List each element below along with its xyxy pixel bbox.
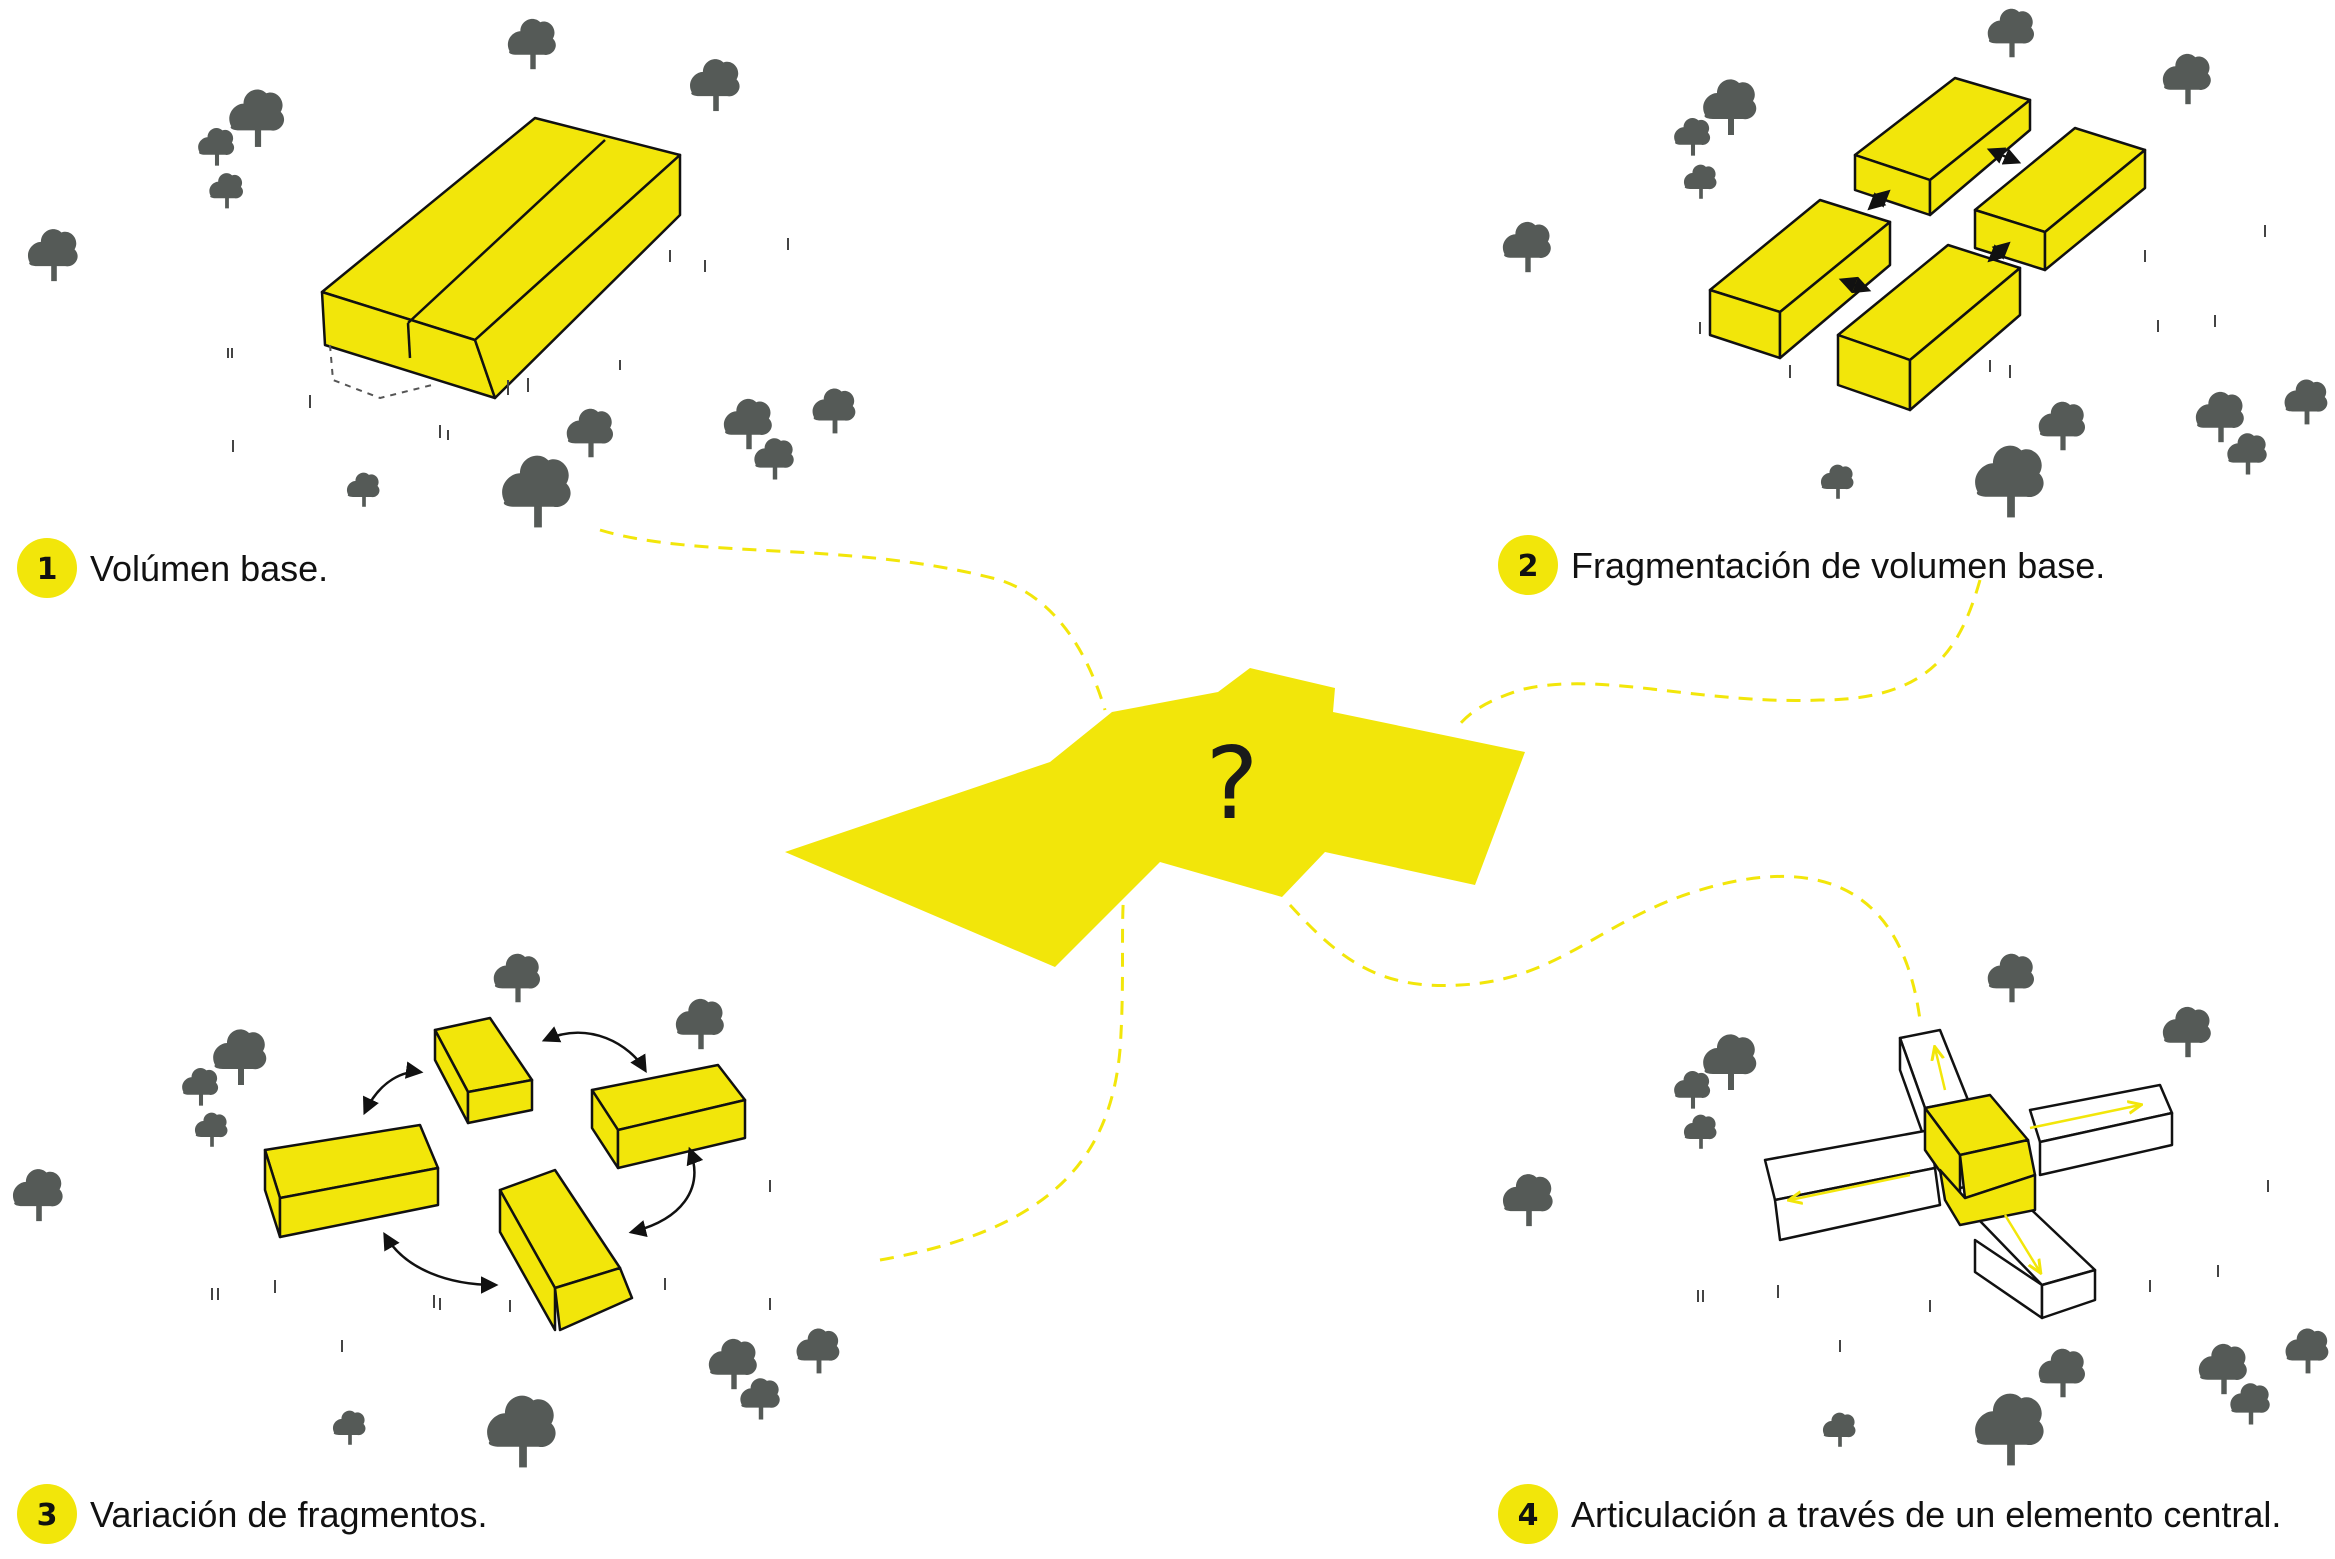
step-number: 4	[1518, 1498, 1539, 1533]
tree-icon	[1683, 164, 1717, 199]
tree-icon	[690, 59, 740, 112]
tree-icon	[708, 1338, 757, 1390]
tree-icon	[566, 408, 614, 458]
tree-icon	[1683, 1114, 1717, 1149]
tree-icon	[2227, 433, 2267, 475]
connector-3	[879, 879, 1127, 1262]
tree-icon	[2230, 1383, 2270, 1425]
step-2-caption: 2 Fragmentación de volumen base.	[1498, 535, 2105, 595]
step-badge	[17, 1484, 77, 1544]
tree-icon	[487, 1395, 556, 1468]
step-badge	[1498, 535, 1558, 595]
tree-icon	[1987, 8, 2035, 58]
tree-icon	[2285, 1328, 2329, 1374]
step-1-caption: 1 Volúmen base.	[17, 538, 328, 598]
tree-icon	[1822, 1412, 1856, 1447]
tree-icon	[1674, 1070, 1711, 1109]
tree-icon	[1820, 464, 1854, 499]
tree-icon	[1502, 1174, 1553, 1227]
connector-2	[1453, 579, 1982, 731]
panel-1	[320, 116, 682, 400]
tree-icon	[754, 438, 794, 480]
step-badge	[1498, 1484, 1558, 1544]
step-number: 2	[1518, 549, 1539, 584]
tree-icon	[213, 1029, 267, 1085]
tree-icon	[740, 1378, 780, 1420]
scale-figures	[211, 225, 2269, 1352]
tree-icon	[502, 455, 571, 528]
panel-4	[1763, 1028, 2174, 1320]
tree-icon	[1975, 1393, 2044, 1466]
step-label: Fragmentación de volumen base.	[1571, 545, 2105, 586]
step-4-caption: 4 Articulación a través de un elemento c…	[1498, 1484, 2281, 1544]
tree-icon	[493, 953, 541, 1003]
tree-icon	[229, 89, 285, 147]
step-badge	[17, 538, 77, 598]
step-number: 1	[37, 552, 58, 587]
connector-1	[599, 528, 1107, 711]
tree-icon	[332, 1410, 366, 1445]
tree-icon	[198, 127, 235, 166]
panel-2	[1708, 76, 2147, 412]
panel-3	[263, 1016, 747, 1332]
step-label: Articulación a través de un elemento cen…	[1571, 1494, 2281, 1535]
tree-icon	[182, 1067, 219, 1106]
central-volume: ?	[785, 668, 1525, 967]
tree-icon	[723, 398, 772, 450]
tree-icon	[2195, 391, 2244, 443]
question-mark: ?	[1205, 725, 1258, 842]
step-label: Variación de fragmentos.	[90, 1494, 488, 1535]
curved-arrow-icon	[363, 1026, 704, 1294]
tree-icon	[2038, 1348, 2086, 1398]
step-label: Volúmen base.	[90, 548, 328, 589]
tree-icon	[194, 1112, 228, 1147]
tree-icon	[1703, 1034, 1757, 1090]
tree-icon	[1502, 221, 1551, 273]
central-shape	[785, 668, 1525, 967]
tree-icon	[12, 1169, 63, 1222]
tree-icon	[675, 998, 724, 1050]
tree-icon	[2284, 379, 2328, 425]
tree-icon	[2038, 401, 2086, 451]
tree-icon	[2162, 1006, 2211, 1058]
tree-icon	[1703, 79, 1757, 135]
tree-icon	[346, 472, 380, 507]
tree-icon	[812, 388, 856, 434]
tree-icon	[796, 1328, 840, 1374]
double-arrow-icon	[1838, 147, 2022, 294]
direction-arrows	[1790, 1048, 2140, 1272]
tree-icon	[27, 229, 78, 282]
tree-icon	[2198, 1343, 2247, 1395]
tree-icon	[1674, 117, 1711, 156]
step-number: 3	[37, 1498, 58, 1533]
tree-icon	[1987, 953, 2035, 1003]
tree-icon	[209, 173, 244, 209]
tree-icon	[1975, 445, 2044, 518]
tree-icon	[2162, 53, 2211, 105]
connectors	[599, 528, 1982, 1262]
step-3-caption: 3 Variación de fragmentos.	[17, 1484, 488, 1544]
connector-4	[1288, 874, 1922, 1021]
tree-icon	[507, 18, 556, 70]
